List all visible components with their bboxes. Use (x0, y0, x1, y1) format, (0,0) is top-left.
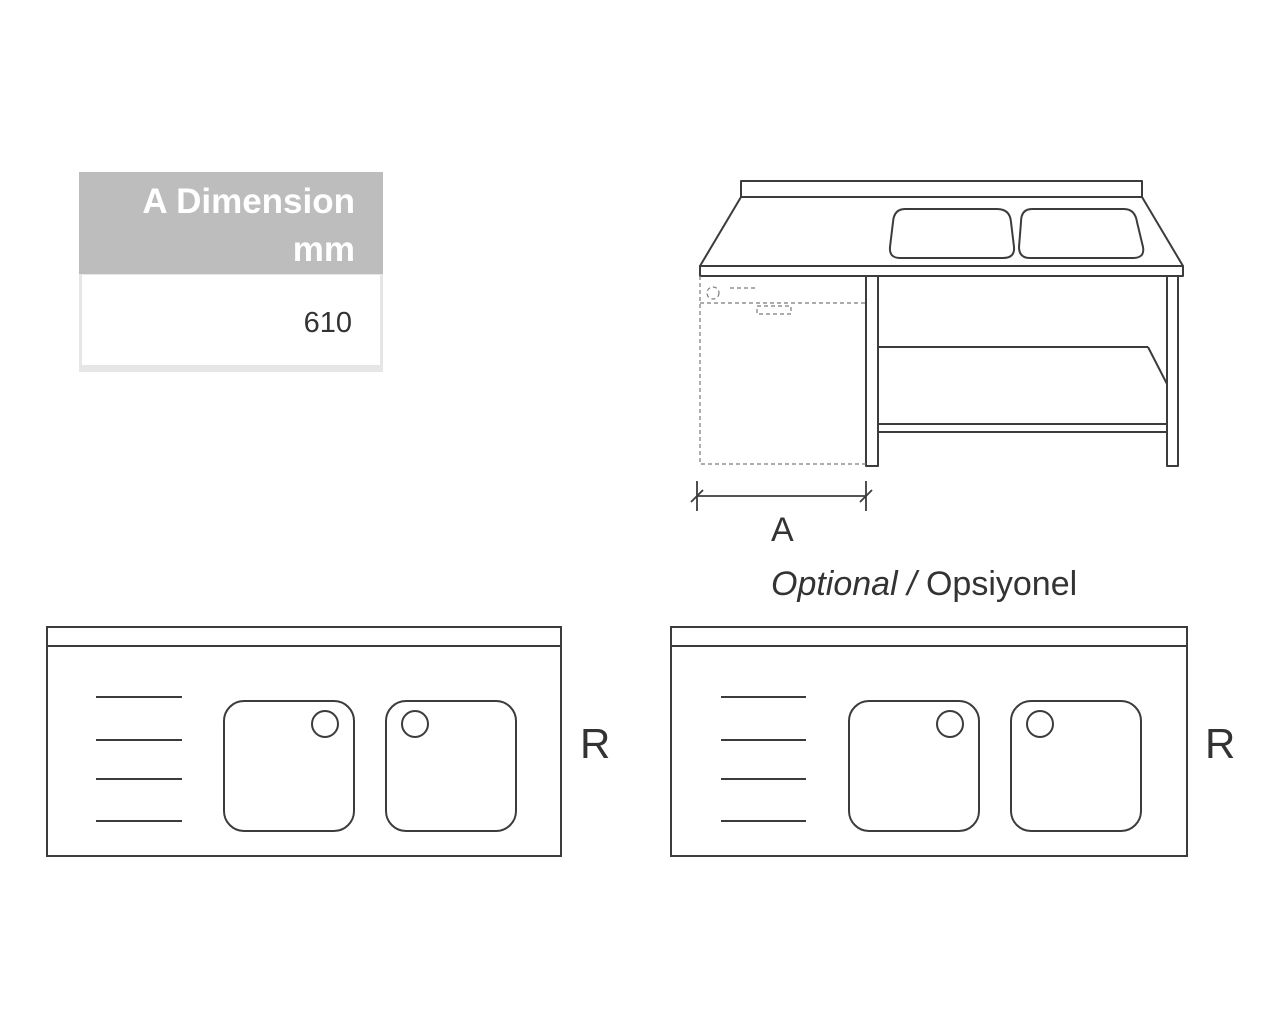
top-view-right (670, 626, 1188, 857)
optional-separator: / (898, 565, 926, 603)
optional-label-tr: Opsiyonel (926, 565, 1077, 603)
side-label-r-right: R (1205, 720, 1235, 767)
undershelf (877, 346, 1168, 433)
optional-label-en: Optional (771, 565, 899, 603)
top-view-outline (670, 626, 1188, 857)
front-leg-left (865, 276, 879, 467)
bowl-right (385, 700, 517, 832)
backsplash (740, 180, 1143, 198)
drain-left (311, 710, 339, 738)
front-leg-right (1166, 276, 1179, 467)
dimension-a-label: A (771, 511, 794, 549)
dimension-table: A Dimension mm 610 (79, 172, 383, 372)
dimension-header-title: A Dimension (142, 182, 355, 221)
dimension-table-value: 610 (82, 275, 380, 365)
sink-elevation-view (699, 180, 1184, 467)
bowl-left (223, 700, 355, 832)
sink-bowl-left (888, 208, 1016, 259)
sink-bowl-right (1018, 208, 1145, 259)
bowl-left (848, 700, 980, 832)
dimension-a-marker (690, 481, 873, 511)
worktop (699, 196, 1184, 267)
worktop-front-edge (699, 265, 1184, 277)
top-view-left (46, 626, 562, 857)
drain-right (401, 710, 429, 738)
drainer-grooves (721, 696, 806, 822)
optional-cabinet-outline (699, 276, 866, 465)
drain-left (936, 710, 964, 738)
dimension-header-unit: mm (292, 230, 355, 269)
bowl-right (1010, 700, 1142, 832)
dimension-table-header: A Dimension mm (79, 172, 383, 274)
side-label-r-left: R (580, 720, 610, 767)
top-view-outline (46, 626, 562, 857)
drain-right (1026, 710, 1054, 738)
optional-note: Optional / Opsiyonel (771, 565, 1077, 603)
drainer-grooves (96, 696, 182, 822)
